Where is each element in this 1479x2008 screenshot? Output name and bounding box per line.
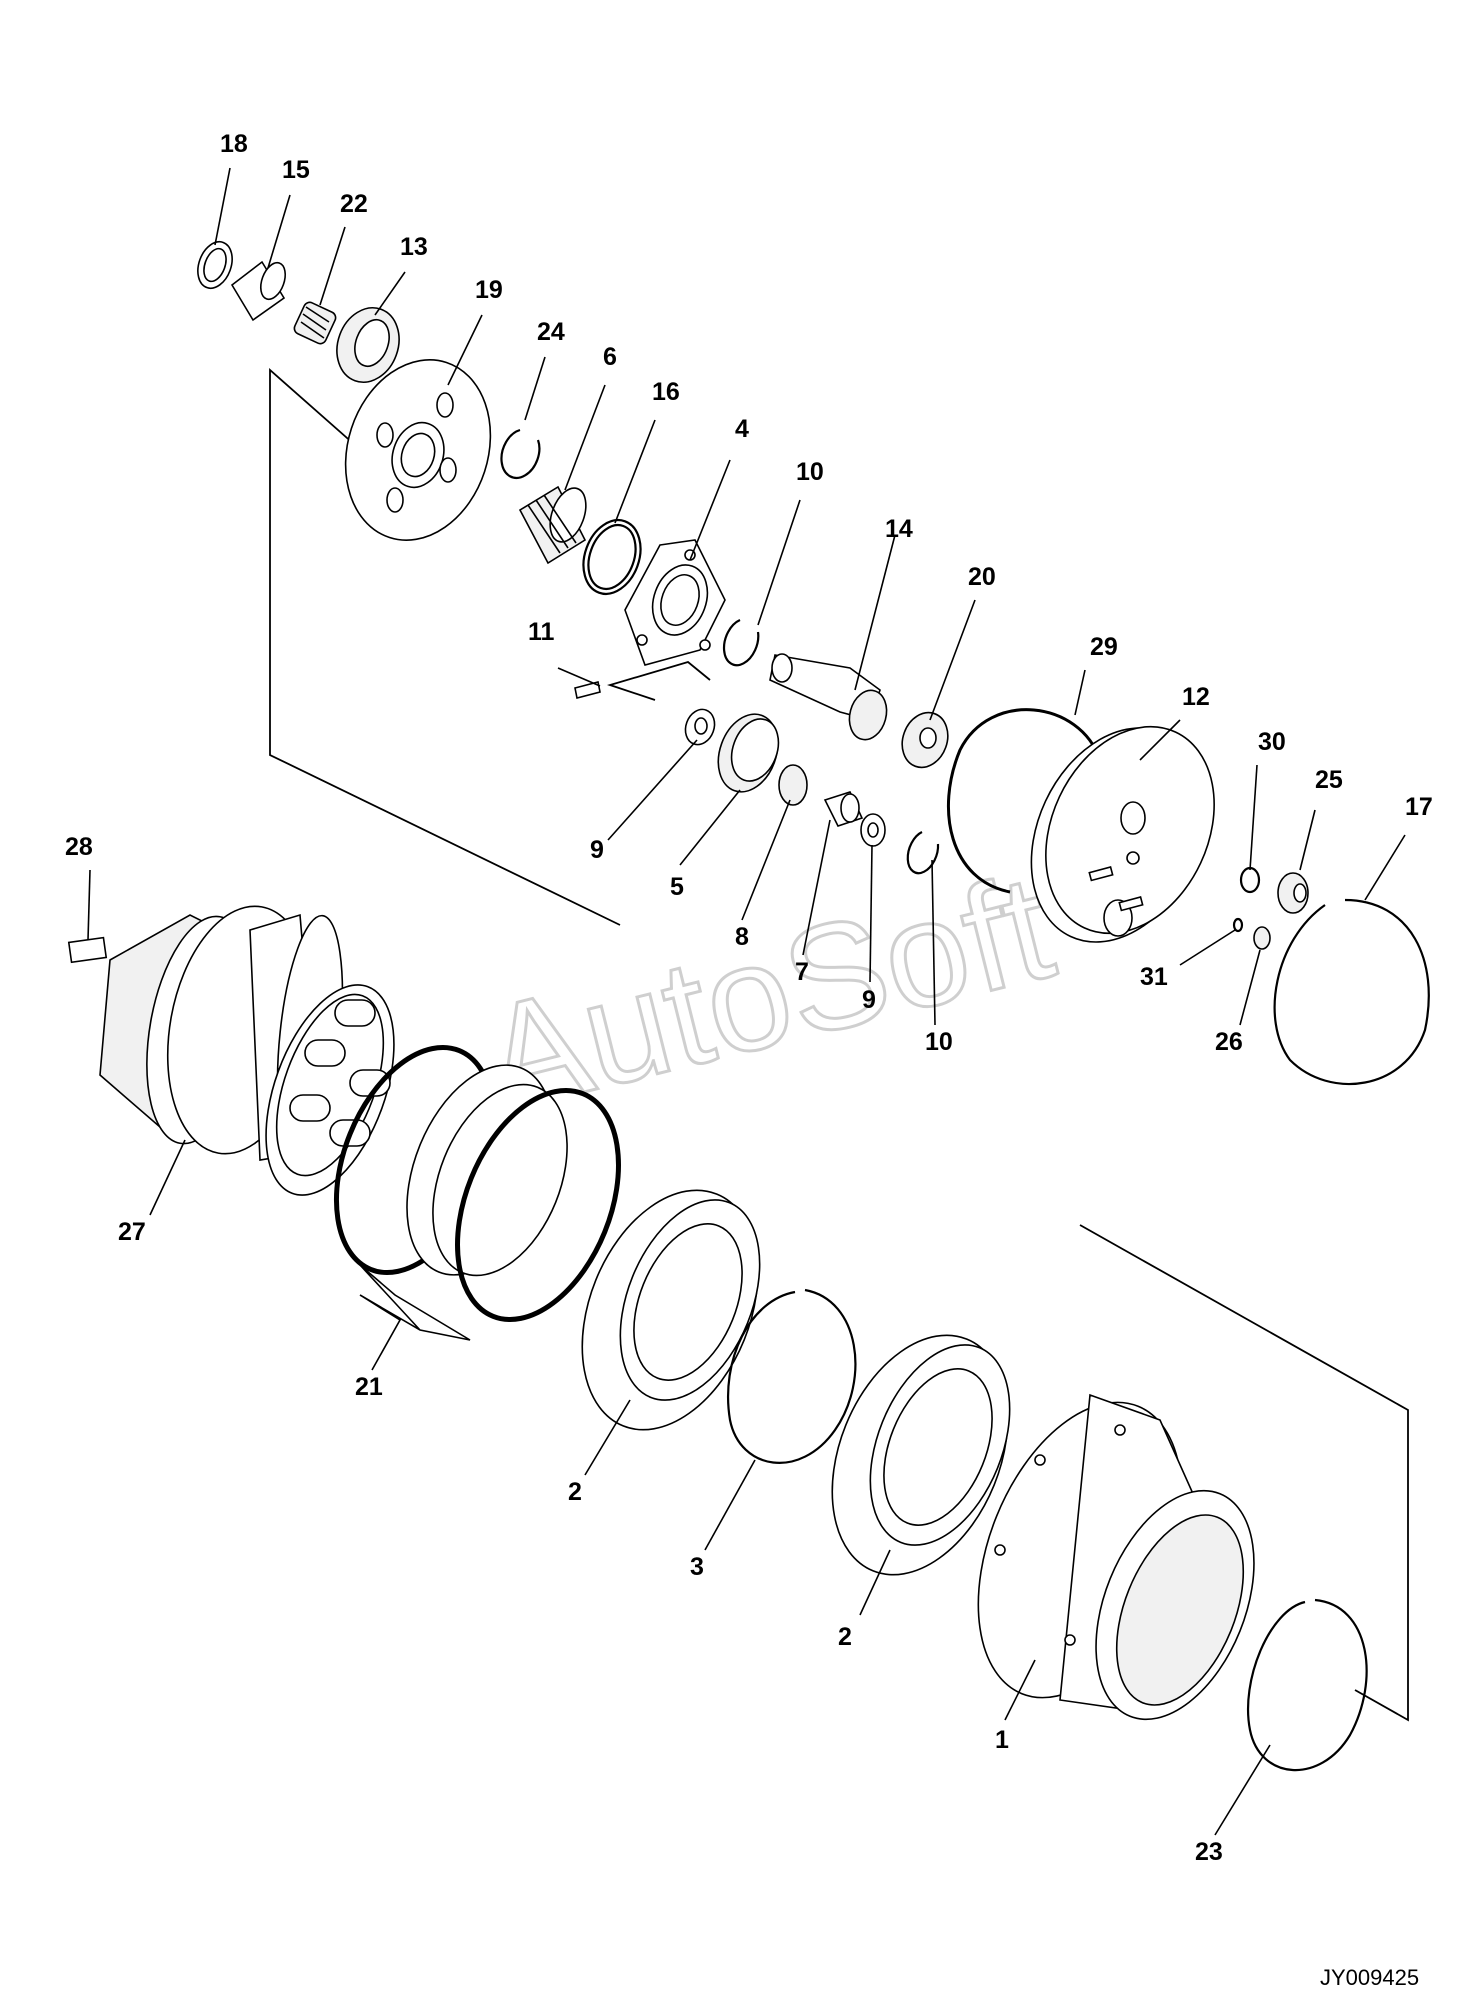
callout-7: 7 — [795, 958, 809, 986]
callout-8: 8 — [735, 923, 749, 951]
callout-9-right: 9 — [862, 986, 876, 1014]
part-28-nameplate — [67, 936, 108, 964]
callout-31: 31 — [1140, 963, 1168, 991]
callout-5: 5 — [670, 873, 684, 901]
callout-3: 3 — [690, 1553, 704, 1581]
callout-29: 29 — [1090, 633, 1118, 661]
part-13-gear — [336, 307, 400, 383]
part-23-snap-ring — [1246, 1598, 1368, 1772]
callout-17: 17 — [1405, 793, 1433, 821]
callout-10-lower: 10 — [925, 1028, 953, 1056]
part-17-ring — [1273, 898, 1430, 1085]
callout-15: 15 — [282, 156, 310, 184]
callout-27: 27 — [118, 1218, 146, 1246]
part-5-gear — [717, 713, 780, 793]
part-2-bearing-right — [831, 1334, 1011, 1576]
part-30-o-ring — [1239, 866, 1261, 894]
callout-6: 6 — [603, 343, 617, 371]
callout-4: 4 — [735, 415, 749, 443]
callout-9-left: 9 — [590, 836, 604, 864]
part-18-ring — [197, 240, 233, 290]
part-6-needle-bearing — [518, 485, 587, 565]
part-7-bushing — [823, 791, 864, 827]
drawing-code: JY009425 — [1320, 1965, 1419, 1990]
callout-12: 12 — [1182, 683, 1210, 711]
part-10-snap-ring-upper — [722, 618, 760, 667]
callout-25: 25 — [1315, 766, 1343, 794]
part-20-thrust-plate — [901, 711, 949, 769]
callout-20: 20 — [968, 563, 996, 591]
callout-23: 23 — [1195, 1838, 1223, 1866]
part-31-o-ring — [1232, 917, 1244, 933]
part-19-carrier-plate — [344, 359, 492, 541]
part-2-bearing-left — [581, 1189, 761, 1431]
callout-26: 26 — [1215, 1028, 1243, 1056]
callout-2-right: 2 — [838, 1623, 852, 1651]
part-9-washer-left — [684, 708, 716, 746]
part-25-plug — [1277, 872, 1309, 914]
callout-10-upper: 10 — [796, 458, 824, 486]
part-22-needle-bearing — [293, 301, 337, 345]
part-29-o-ring — [947, 708, 1102, 894]
callout-leaders — [87, 167, 1406, 1836]
callout-1: 1 — [995, 1726, 1009, 1754]
part-1-hub-housing — [977, 1393, 1255, 1721]
part-21-floating-seal — [333, 1044, 621, 1322]
part-26-plug — [1253, 926, 1271, 950]
callout-19: 19 — [475, 276, 503, 304]
callout-labels: 18 15 22 13 19 24 6 16 4 10 14 20 11 29 … — [65, 130, 1433, 1866]
part-8-gear — [778, 764, 808, 806]
callout-11: 11 — [528, 618, 555, 646]
part-4-planet-carrier — [624, 539, 726, 666]
callout-18: 18 — [220, 130, 248, 158]
part-27-motor-assembly — [99, 905, 395, 1196]
part-16-ring — [582, 519, 642, 595]
part-9-washer-right — [860, 813, 886, 847]
callout-21: 21 — [355, 1373, 383, 1401]
part-11-pin — [574, 681, 601, 699]
part-14-shaft — [769, 653, 888, 741]
part-12-cover — [1030, 725, 1215, 943]
part-15-pin — [230, 260, 287, 322]
callout-16: 16 — [652, 378, 680, 406]
callout-22: 22 — [340, 190, 368, 218]
watermark-text: AutoSoft — [468, 842, 1067, 1144]
callout-13: 13 — [400, 233, 428, 261]
part-10-snap-ring-lower — [906, 831, 940, 875]
callout-24: 24 — [537, 318, 565, 346]
callout-30: 30 — [1258, 728, 1286, 756]
callout-14: 14 — [885, 515, 913, 543]
part-3-snap-ring — [726, 1288, 857, 1464]
assembly-guide-lines — [269, 368, 1409, 1722]
callout-2-left: 2 — [568, 1478, 582, 1506]
callout-28: 28 — [65, 833, 93, 861]
part-24-snap-ring — [500, 428, 541, 479]
